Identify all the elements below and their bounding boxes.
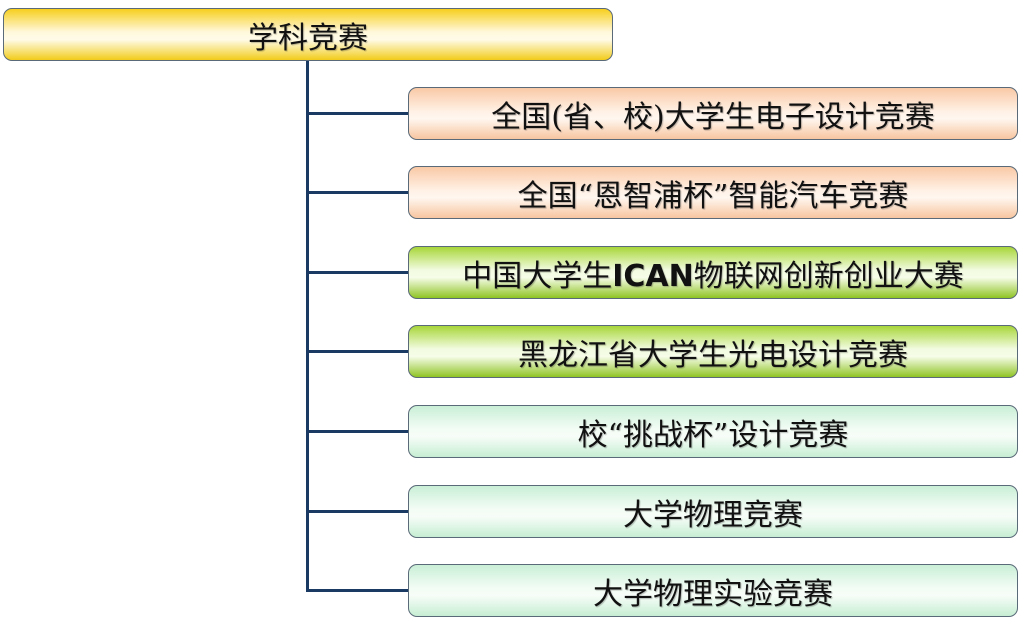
child-label: 大学物理竞赛 (623, 497, 803, 533)
branch-line (306, 350, 408, 353)
branch-line (306, 271, 408, 274)
label-part: 物联网创新创业大赛 (693, 258, 964, 294)
child-node-physics: 大学物理竞赛 (408, 485, 1018, 538)
child-label: 全国“恩智浦杯”智能汽车竞赛 (517, 178, 909, 214)
child-node-electronics: 全国(省、校)大学生电子设计竞赛 (408, 87, 1018, 140)
root-label: 学科竞赛 (248, 20, 368, 56)
root-node: 学科竞赛 (3, 8, 613, 61)
label-part-bold: ICAN (612, 258, 694, 294)
child-node-optoelectronics: 黑龙江省大学生光电设计竞赛 (408, 325, 1018, 378)
branch-line (306, 430, 408, 433)
child-node-challenge-cup: 校“挑战杯”设计竞赛 (408, 405, 1018, 458)
branch-line (306, 589, 408, 592)
branch-line (306, 112, 408, 115)
child-node-physics-experiment: 大学物理实验竞赛 (408, 564, 1018, 617)
child-label: 大学物理实验竞赛 (593, 576, 833, 612)
trunk-line (306, 61, 309, 592)
child-node-smart-car: 全国“恩智浦杯”智能汽车竞赛 (408, 166, 1018, 219)
child-label: 校“挑战杯”设计竞赛 (577, 417, 849, 453)
child-label: 中国大学生ICAN物联网创新创业大赛 (462, 251, 964, 295)
child-label: 黑龙江省大学生光电设计竞赛 (518, 337, 908, 373)
child-node-ican: 中国大学生ICAN物联网创新创业大赛 (408, 246, 1018, 299)
branch-line (306, 510, 408, 513)
branch-line (306, 191, 408, 194)
child-label: 全国(省、校)大学生电子设计竞赛 (491, 99, 935, 135)
label-part: 中国大学生 (462, 258, 613, 294)
